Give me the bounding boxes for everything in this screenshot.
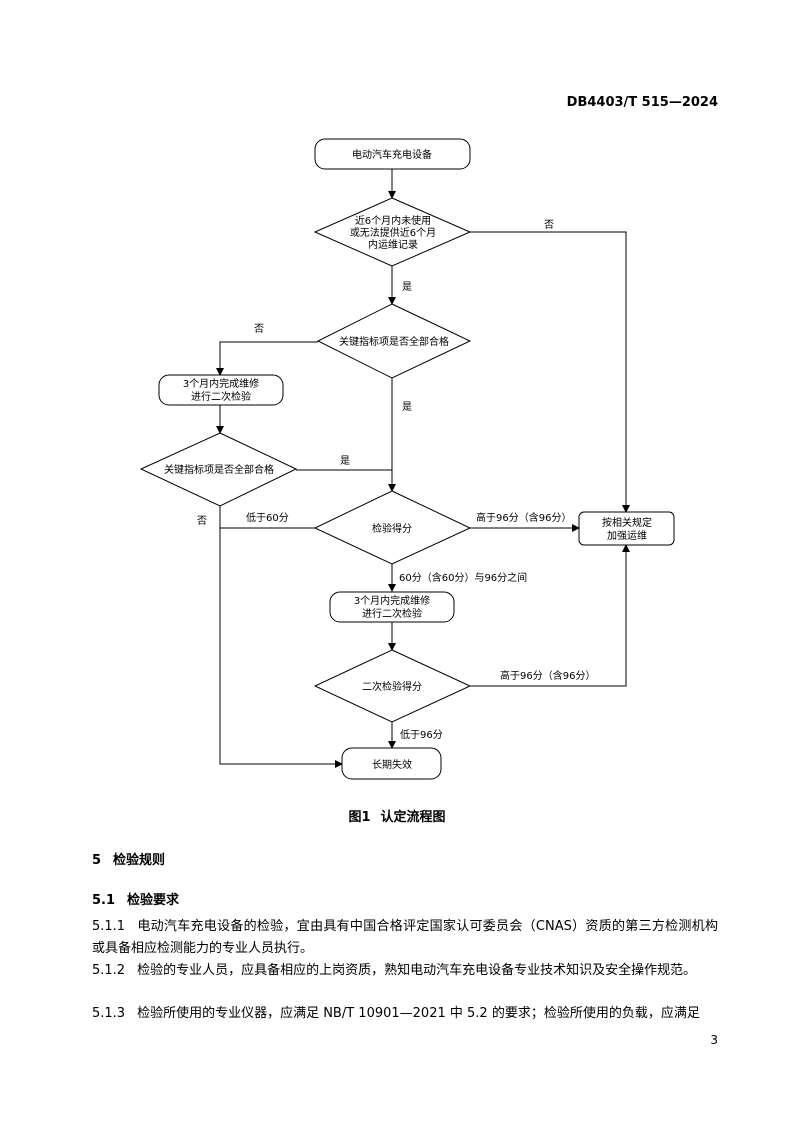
edge-label-key1-no: 否 xyxy=(254,323,264,335)
edge-label-key2-yes: 是 xyxy=(340,455,350,467)
edge-label-key2-no: 否 xyxy=(197,515,207,527)
repair-1-label-2: 进行二次检验 xyxy=(191,390,251,403)
decision-score-2-label: 二次检验得分 xyxy=(362,680,422,693)
edge-label-unused-yes: 是 xyxy=(402,281,412,293)
repair-box-2 xyxy=(329,591,455,623)
maintain-label-1: 按相关规定 xyxy=(602,516,652,529)
figure-caption: 图1 认定流程图 xyxy=(0,806,794,825)
figure-number: 图1 xyxy=(348,810,371,825)
repair-box-1 xyxy=(158,374,284,406)
maintain-label-2: 加强运维 xyxy=(607,529,647,542)
clause-text: 检验所使用的专业仪器，应满足 NB/T 10901—2021 中 5.2 的要求… xyxy=(137,1006,700,1021)
decision-key-items-2 xyxy=(139,432,298,507)
section-heading: 5 检验规则 xyxy=(92,849,165,868)
edge-label-score2-high: 高于96分（含96分） xyxy=(500,669,595,682)
start-node xyxy=(314,138,471,170)
edge-label-score-high: 高于96分（含96分） xyxy=(476,511,571,524)
decision-unused-label-1: 近6个月内未使用 xyxy=(355,214,431,227)
clause-number: 5.1.3 xyxy=(92,1006,126,1021)
repair-1-label-1: 3个月内完成维修 xyxy=(183,377,259,390)
fail-node xyxy=(341,747,442,780)
section-number: 5 xyxy=(92,853,102,868)
clause-text: 检验的专业人员，应具备相应的上岗资质，熟知电动汽车充电设备专业技术知识及安全操作… xyxy=(137,963,697,978)
clause-5-1-2: 5.1.2 检验的专业人员，应具备相应的上岗资质，熟知电动汽车充电设备专业技术知识… xyxy=(92,960,718,982)
decision-score xyxy=(313,490,472,565)
decision-unused-records xyxy=(313,197,472,267)
decision-score-label: 检验得分 xyxy=(372,522,412,535)
edge-label-score-mid: 60分（含60分）与96分之间 xyxy=(399,571,527,584)
figure-title: 认定流程图 xyxy=(380,810,446,825)
decision-key-1-label: 关键指标项是否全部合格 xyxy=(339,335,449,348)
clause-number: 5.1.1 xyxy=(92,919,126,934)
edge-label-unused-no: 否 xyxy=(544,219,554,231)
subsection-heading: 5.1 检验要求 xyxy=(92,889,179,908)
edge-label-key1-yes: 是 xyxy=(402,401,412,413)
clause-number: 5.1.2 xyxy=(92,963,126,978)
subsection-number: 5.1 xyxy=(92,893,116,908)
edge-score2-high xyxy=(470,544,630,687)
edge-unused-no xyxy=(470,231,630,513)
flowchart: 电动汽车充电设备 近6个月内未使用 或无法提供近6个月 内运维记录 关键指标项是… xyxy=(139,138,675,780)
section-title: 检验规则 xyxy=(113,853,166,868)
decision-unused-label-2: 或无法提供近6个月 xyxy=(350,226,436,239)
edge-key1-no xyxy=(216,341,318,376)
clause-text: 电动汽车充电设备的检验，宜由具有中国合格评定国家认可委员会（CNAS）资质的第三… xyxy=(92,919,718,956)
clause-5-1-3: 5.1.3 检验所使用的专业仪器，应满足 NB/T 10901—2021 中 5.… xyxy=(92,1003,718,1025)
page-number: 3 xyxy=(710,1033,718,1047)
maintain-box xyxy=(578,511,675,546)
decision-key-2-label: 关键指标项是否全部合格 xyxy=(164,463,274,476)
decision-unused-label-3: 内运维记录 xyxy=(368,238,418,251)
edge-label-score-low: 低于60分 xyxy=(246,511,289,524)
fail-node-label: 长期失效 xyxy=(372,758,412,771)
document-code: DB4403/T 515—2024 xyxy=(566,95,718,110)
edge-label-score2-low: 低于96分 xyxy=(400,728,443,741)
decision-score-2 xyxy=(313,649,472,723)
decision-key-items-1 xyxy=(316,303,472,379)
subsection-title: 检验要求 xyxy=(127,893,180,908)
repair-2-label-1: 3个月内完成维修 xyxy=(354,594,430,607)
repair-2-label-2: 进行二次检验 xyxy=(362,607,422,620)
edge-key2-no xyxy=(219,506,343,768)
start-node-label: 电动汽车充电设备 xyxy=(352,148,432,161)
